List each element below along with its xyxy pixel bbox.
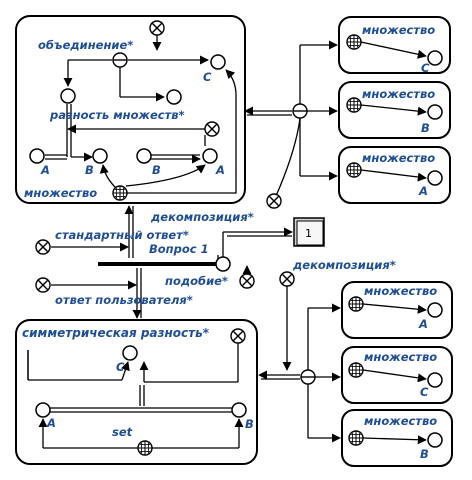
set-box: множество C — [338, 16, 451, 75]
set-box: множество B — [338, 81, 451, 139]
set-grid-icon — [348, 430, 364, 446]
set-var: C — [420, 385, 429, 399]
x-icon — [266, 193, 282, 209]
sym-difference-label: симметрическая разность* — [22, 326, 210, 340]
output-value: 1 — [305, 227, 312, 240]
decomposition-operator-icon — [292, 103, 308, 119]
decomposition-bottom-label: декомпозиция* — [292, 258, 396, 272]
decomposition-operator-icon — [300, 369, 316, 385]
set-var: A — [418, 184, 428, 198]
set-node[interactable] — [427, 432, 443, 448]
node-left[interactable] — [60, 88, 76, 104]
node-right[interactable] — [166, 89, 182, 105]
union-operator-icon — [112, 52, 128, 68]
user-answer-label: ответ пользователя* — [55, 293, 193, 307]
set-title: множество — [364, 350, 437, 364]
x-icon — [35, 277, 51, 293]
set-var: B — [421, 121, 430, 135]
set-difference-label: разность множеств* — [49, 108, 185, 122]
set-grid-icon — [346, 162, 362, 178]
var-c-label: C — [116, 360, 125, 374]
set-box: множество A — [341, 281, 453, 339]
standard-answer-label: стандартный ответ* — [55, 228, 189, 242]
similarity-label: подобие* — [165, 274, 228, 288]
node-c[interactable] — [122, 345, 138, 361]
var-b-label: B — [245, 417, 254, 431]
node-a-right[interactable] — [202, 148, 218, 164]
var-a-label: A — [40, 163, 50, 177]
output-value-box[interactable]: 1 — [293, 217, 325, 247]
set-title: множество — [362, 151, 435, 165]
set-box: множество B — [341, 409, 453, 467]
set-node[interactable] — [427, 104, 443, 120]
node-b[interactable] — [231, 402, 247, 418]
x-icon — [239, 273, 255, 289]
set-grid-icon — [346, 34, 362, 50]
node-a-left[interactable] — [29, 148, 45, 164]
set-box: множество A — [338, 146, 451, 204]
set-node[interactable] — [427, 50, 443, 66]
set-var: C — [421, 61, 430, 75]
question-node[interactable] — [215, 256, 231, 272]
var-a-label: A — [46, 416, 56, 430]
set-title: множество — [362, 23, 435, 37]
decomposition-top-label: декомпозиция* — [150, 210, 254, 224]
set-label: множество — [24, 186, 97, 200]
union-label: объединение* — [38, 38, 133, 52]
set-node[interactable] — [427, 372, 443, 388]
set-grid-icon — [346, 97, 362, 113]
set-title: множество — [364, 284, 437, 298]
set-var: A — [418, 317, 428, 331]
set-grid-icon — [112, 185, 128, 201]
set-title: множество — [362, 87, 435, 101]
set-node[interactable] — [427, 170, 443, 186]
set-title: множество — [364, 414, 437, 428]
node-a[interactable] — [35, 402, 51, 418]
x-icon — [230, 328, 246, 344]
symmetric-difference-box — [15, 319, 258, 465]
set-node[interactable] — [427, 302, 443, 318]
x-icon — [204, 121, 220, 137]
set-var: B — [420, 447, 429, 461]
node-b-right[interactable] — [136, 148, 152, 164]
var-a-label: A — [215, 163, 225, 177]
set-grid-icon — [348, 362, 364, 378]
node-c[interactable] — [210, 54, 226, 70]
x-icon — [279, 271, 295, 287]
set-grid-icon — [137, 440, 153, 456]
var-b-label: B — [85, 163, 94, 177]
question-label: Вопрос 1 — [149, 242, 209, 256]
set-op-label: set — [112, 425, 133, 439]
x-icon — [149, 20, 165, 36]
set-box: множество C — [341, 346, 453, 404]
set-grid-icon — [348, 296, 364, 312]
var-c-label: C — [203, 70, 212, 84]
var-b-label: B — [152, 163, 161, 177]
node-b-left[interactable] — [92, 148, 108, 164]
x-icon — [35, 239, 51, 255]
